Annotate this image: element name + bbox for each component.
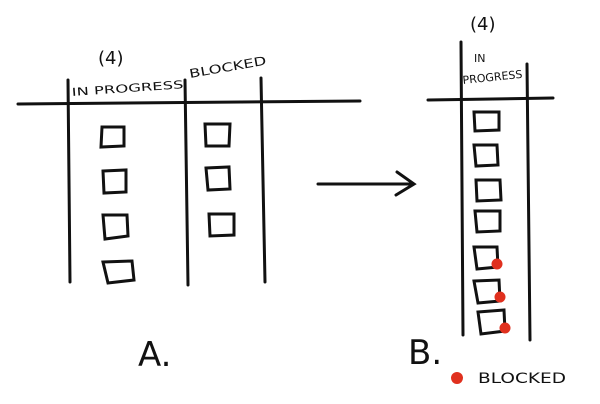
diagram-b-column-line-1 [459,40,465,337]
diagram-a-in-progress-card [101,213,130,241]
diagram-b-in-progress-card [472,110,501,133]
diagram-b-in-progress-card [473,209,502,234]
diagram-b-blocked-marker [491,258,503,270]
diagram-a-blocked-label: BLOCKED [188,54,267,81]
diagram-b-blocked-marker [499,322,511,334]
diagram-a-caption: A. [138,335,171,375]
legend-blocked-label: BLOCKED [478,371,566,387]
diagram-b-caption: B. [408,333,442,373]
diagram-a-in-progress-card [101,259,136,285]
diagram-b-wip-limit: (4) [470,14,496,35]
diagram-a [16,76,362,287]
diagram-b-column-line-2 [525,62,532,342]
legend-blocked-marker [451,372,463,384]
transition-arrow [316,170,417,197]
diagram-a-blocked-card [204,165,232,192]
diagram-a-column-line-1 [66,78,72,284]
diagram-b-blocked-marker [494,291,506,303]
diagram-b-in-progress-label-line1: IN [474,52,485,65]
diagram-b-in-progress-card [474,178,503,203]
diagram-b-in-progress-label-line2: PROGRESS [462,68,523,87]
diagram-a-wip-limit: (4) [98,48,124,69]
diagram-a-column-line-2 [183,78,190,287]
diagram-a-column-line-3 [259,76,267,284]
diagram-a-header-line [16,99,362,106]
diagram-b [426,40,555,342]
diagram-a-blocked-card [207,212,236,238]
diagram-b-in-progress-card [472,143,500,168]
diagram-a-blocked-card [203,122,232,148]
diagram-a-in-progress-label: IN PROGRESS [71,78,184,99]
diagram-a-in-progress-card [99,125,126,149]
diagram-b-header-line [426,96,555,102]
diagram-a-in-progress-card [101,168,128,195]
